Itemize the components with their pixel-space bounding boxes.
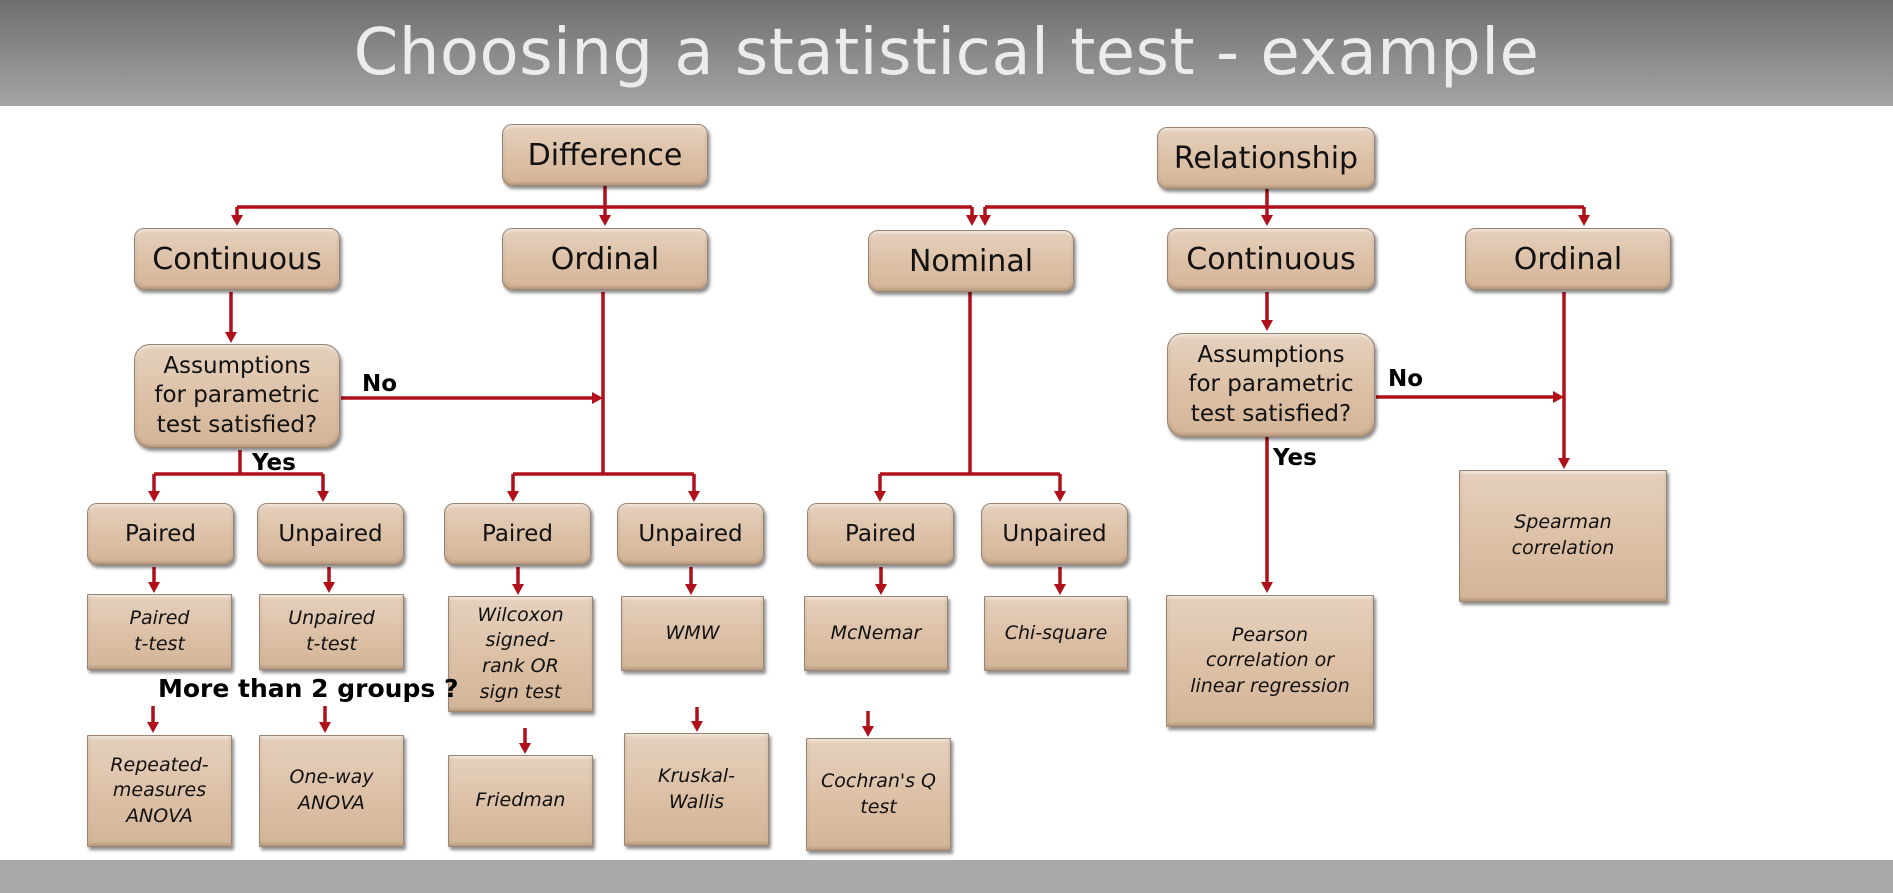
arrowhead: [507, 491, 519, 502]
footer-bar: [0, 860, 1893, 893]
paired-nominal-node: Paired: [807, 503, 954, 565]
more-than-2-groups-label: More than 2 groups ?: [158, 674, 459, 703]
no-label-relationship: No: [1388, 366, 1424, 392]
unpaired-ordinal-node: Unpaired: [617, 503, 764, 565]
arrowhead: [1558, 458, 1570, 469]
arrowhead: [1054, 491, 1066, 502]
arrowhead: [1261, 215, 1273, 226]
unpaired-continuous-node: Unpaired: [257, 503, 404, 565]
arrowhead: [1054, 584, 1066, 595]
arrowhead: [231, 215, 243, 226]
arrowhead: [319, 722, 331, 733]
arrowhead: [875, 584, 887, 595]
arrowhead: [685, 584, 697, 595]
arrowhead: [148, 582, 160, 593]
continuous-difference-node: Continuous: [134, 228, 340, 290]
cochran-q-box: Cochran's Q test: [806, 738, 951, 851]
paired-t-test-box: Paired t-test: [87, 594, 232, 670]
ordinal-relationship-node: Ordinal: [1465, 228, 1671, 290]
friedman-box: Friedman: [448, 755, 593, 847]
paired-continuous-node: Paired: [87, 503, 234, 565]
wilcoxon-box: Wilcoxon signed- rank OR sign test: [448, 596, 593, 712]
pearson-box: Pearson correlation or linear regression: [1166, 595, 1374, 727]
arrowhead: [148, 491, 160, 502]
chi-square-box: Chi-square: [984, 596, 1128, 671]
arrowhead: [592, 392, 603, 404]
paired-ordinal-node: Paired: [444, 503, 591, 565]
no-label-difference: No: [362, 371, 398, 397]
arrowhead: [323, 582, 335, 593]
arrowhead: [1261, 582, 1273, 593]
arrowhead: [688, 491, 700, 502]
assumptions-relationship-node: Assumptions for parametric test satisfie…: [1167, 333, 1375, 437]
continuous-relationship-node: Continuous: [1167, 228, 1375, 290]
unpaired-t-test-box: Unpaired t-test: [259, 594, 404, 670]
yes-label-relationship: Yes: [1273, 445, 1317, 471]
assumptions-difference-node: Assumptions for parametric test satisfie…: [134, 344, 340, 448]
oneway-anova-box: One-way ANOVA: [259, 735, 404, 847]
difference-node: Difference: [502, 124, 708, 186]
arrowhead: [519, 743, 531, 754]
arrowhead: [1261, 320, 1273, 331]
nominal-node: Nominal: [868, 230, 1074, 292]
arrowhead: [147, 722, 159, 733]
kruskal-wallis-box: Kruskal- Wallis: [624, 733, 769, 846]
arrowhead: [862, 726, 874, 737]
arrowhead: [1578, 215, 1590, 226]
mcnemar-box: McNemar: [804, 596, 948, 671]
title-bar: Choosing a statistical test - example: [0, 0, 1893, 106]
wmw-box: WMW: [621, 596, 764, 671]
arrowhead: [512, 584, 524, 595]
arrowhead: [966, 215, 978, 226]
unpaired-nominal-node: Unpaired: [981, 503, 1128, 565]
relationship-node: Relationship: [1157, 127, 1375, 189]
yes-label-difference: Yes: [252, 450, 296, 476]
repeated-anova-box: Repeated- measures ANOVA: [87, 735, 232, 847]
arrowhead: [317, 491, 329, 502]
arrowhead: [1553, 391, 1564, 403]
arrowhead: [979, 215, 991, 226]
arrowhead: [225, 332, 237, 343]
arrowhead: [599, 215, 611, 226]
arrowhead: [874, 491, 886, 502]
slide-title: Choosing a statistical test - example: [353, 16, 1540, 90]
ordinal-difference-node: Ordinal: [502, 228, 708, 290]
arrowhead: [691, 721, 703, 732]
spearman-box: Spearman correlation: [1459, 470, 1667, 602]
